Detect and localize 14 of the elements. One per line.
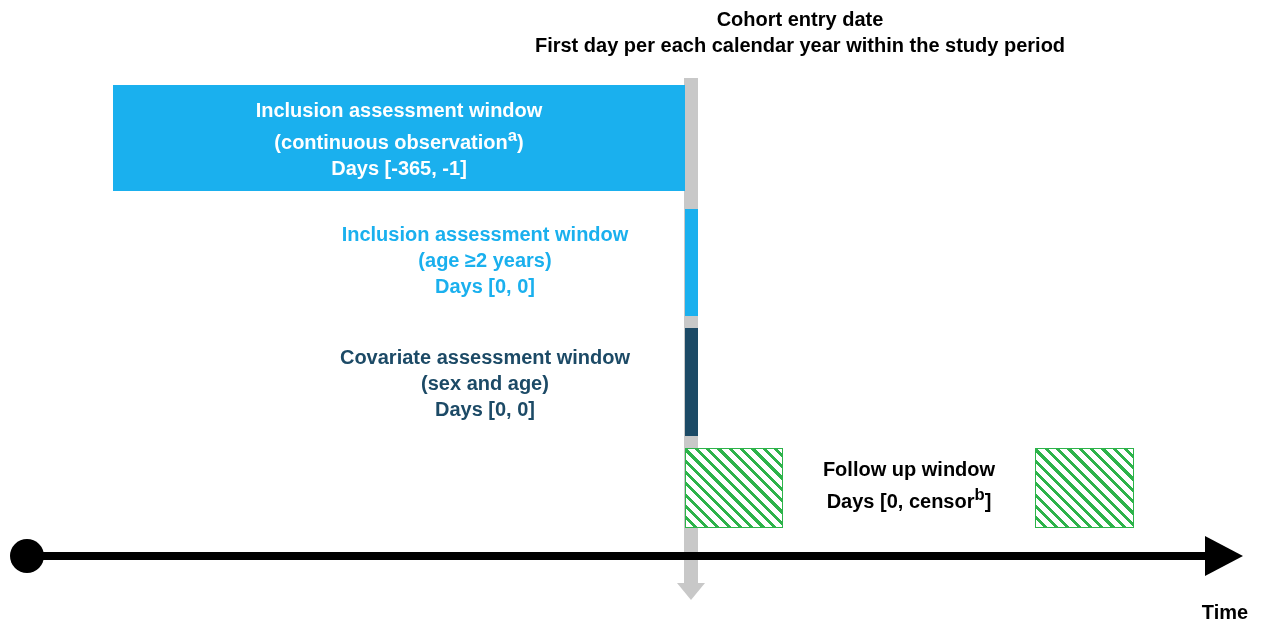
axis-label: Time: [1200, 600, 1250, 625]
hatched-window-box: [685, 448, 783, 528]
window-title: Inclusion assessment window (age ≥2 years): [340, 222, 630, 273]
header-text: Cohort entry date: [715, 7, 885, 32]
window-days: Days [0, 0]: [335, 273, 635, 299]
window-bar: [113, 85, 685, 191]
window-days: Days [0, 0]: [335, 396, 635, 422]
window-title: Follow up window: [821, 457, 997, 482]
window-days: Days [-365, -1]: [199, 154, 599, 181]
hatched-window-box: [1035, 448, 1134, 528]
header-text: First day per each calendar year within the study period: [533, 33, 1067, 58]
window-title: Covariate assessment window (sex and age): [338, 345, 632, 396]
window-days: Days [0, censor$^{b}$]: [789, 482, 1029, 514]
window-title: Inclusion assessment window (continuous observation$^{a}$): [254, 98, 544, 155]
